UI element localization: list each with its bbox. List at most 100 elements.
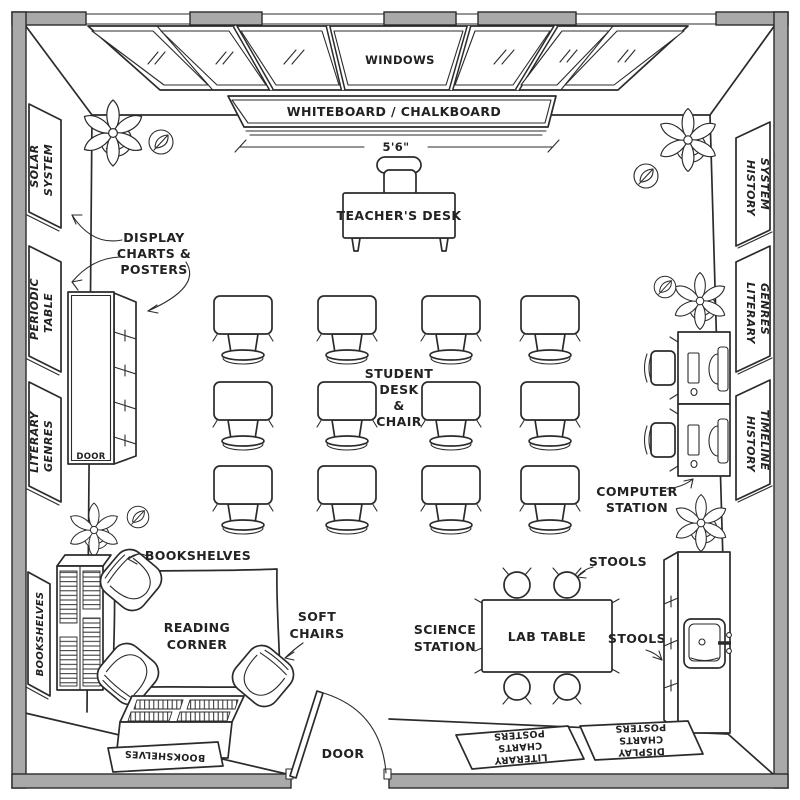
svg-text:PERIODIC: PERIODIC: [28, 278, 41, 340]
svg-text:CHARTS: CHARTS: [497, 739, 542, 753]
svg-text:CHARTS &: CHARTS &: [117, 246, 191, 261]
display-cabinet-door-label: DOOR: [76, 452, 105, 462]
svg-text:POSTERS: POSTERS: [493, 727, 545, 742]
outer-walls: [11, 11, 789, 789]
student-desk: [316, 381, 378, 451]
svg-text:BOOKSHELVES: BOOKSHELVES: [35, 592, 46, 677]
teacher-desk-label: TEACHER'S DESK: [337, 208, 463, 223]
left-wall: [11, 11, 27, 789]
svg-text:GENRES: GENRES: [758, 283, 771, 335]
poster-literary-charts: LITERARY CHARTS POSTERS: [455, 725, 585, 770]
sign-periodic-table: PERIODIC TABLE: [26, 245, 62, 376]
teacher-desk-top: [342, 192, 456, 239]
bottom-wall-right: [388, 773, 789, 789]
stools-label-right: STOOLS: [608, 631, 666, 646]
svg-text:DISPLAY: DISPLAY: [618, 745, 665, 758]
lab-table-label: LAB TABLE: [508, 629, 586, 644]
bookshelves-floor-sign: BOOKSHELVES: [107, 741, 224, 773]
svg-text:HISTORY: HISTORY: [744, 160, 757, 217]
right-wall-signs: HISTORY SYSTEM LITERARY GENRES HISTORY T…: [735, 121, 773, 503]
sign-history-timeline: HISTORY TIMELINE: [735, 379, 773, 503]
window-pane: [520, 30, 610, 86]
window-pane: [240, 30, 340, 86]
top-wall-segment: [189, 11, 263, 26]
svg-text:&: &: [393, 398, 404, 413]
sign-solar-system: SOLAR SYSTEM: [26, 103, 62, 232]
svg-text:HISTORY: HISTORY: [744, 416, 757, 473]
callout-arrow: [147, 261, 191, 312]
callout-arrow: [645, 649, 663, 661]
student-desk: [519, 381, 581, 451]
display-cabinet: DOOR: [67, 291, 137, 465]
sign-literary-genres-left: LITERARY GENRES: [26, 381, 62, 506]
tall-bookshelf: [56, 554, 112, 691]
reading-corner: READING CORNER BOOKSHELVES SOFT CHAIRS: [56, 542, 344, 773]
dimension-line: 5'6": [234, 139, 560, 154]
door-leaf: [289, 690, 324, 779]
svg-text:TIMELINE: TIMELINE: [758, 409, 771, 470]
svg-text:CHAIR: CHAIR: [376, 414, 422, 429]
potted-plant: [67, 502, 121, 558]
science-station-label: SCIENCE: [414, 622, 476, 637]
teacher-desk: TEACHER'S DESK: [337, 156, 463, 252]
svg-text:STATION: STATION: [414, 639, 476, 654]
stools-label-top: STOOLS: [589, 554, 647, 569]
poster-display-charts: DISPLAY CHARTS POSTERS: [579, 720, 704, 761]
window-pane: [333, 30, 464, 86]
main-door: DOOR: [285, 690, 392, 780]
svg-text:CHARTS: CHARTS: [619, 733, 664, 746]
svg-text:SYSTEM: SYSTEM: [42, 144, 55, 196]
sign-literary-genres-right: LITERARY GENRES: [735, 245, 773, 375]
floor-posters: LITERARY CHARTS POSTERS DISPLAY CHARTS P…: [455, 720, 704, 770]
svg-text:DESK: DESK: [379, 382, 419, 397]
sink-cabinet: [663, 551, 732, 734]
svg-text:SYSTEM: SYSTEM: [758, 158, 771, 210]
leaf-icon: [633, 163, 659, 189]
lab-table: [481, 599, 613, 673]
top-wall-segment: [383, 11, 457, 26]
student-desk-label: STUDENT DESK & CHAIR: [365, 366, 433, 429]
student-desk: [519, 465, 581, 535]
teacher-desk-legs: [351, 237, 449, 252]
student-desks: STUDENT DESK & CHAIR: [212, 295, 581, 535]
stool: [502, 567, 532, 599]
floor-edge-bottom-right: [388, 718, 774, 775]
leaf-icon: [148, 129, 174, 155]
svg-text:POSTERS: POSTERS: [120, 262, 187, 277]
bookshelves-callout: BOOKSHELVES: [145, 548, 251, 563]
student-desk: [420, 381, 482, 451]
windows-label: WINDOWS: [365, 53, 435, 67]
student-desk: [212, 465, 274, 535]
callout-arrow: [666, 478, 694, 490]
stool: [502, 673, 532, 705]
teacher-chair-seat: [383, 169, 417, 197]
door-swing-arc: [319, 691, 387, 774]
right-wall: [773, 11, 789, 789]
sign-history-system: HISTORY SYSTEM: [735, 121, 773, 249]
svg-text:STATION: STATION: [606, 500, 668, 515]
leaf-icon: [126, 505, 150, 529]
svg-text:LITERARY: LITERARY: [744, 282, 757, 344]
student-desk: [420, 465, 482, 535]
whiteboard: WHITEBOARD / CHALKBOARD: [227, 95, 557, 136]
potted-plant: [657, 107, 719, 173]
svg-text:BOOKSHELVES: BOOKSHELVES: [124, 748, 205, 763]
callout-arrow: [71, 256, 121, 283]
potted-plant: [673, 493, 729, 553]
potted-plant: [672, 271, 728, 331]
svg-text:DISPLAY: DISPLAY: [123, 230, 185, 245]
window-pane: [91, 30, 209, 86]
svg-text:GENRES: GENRES: [42, 420, 55, 472]
stool: [552, 567, 582, 599]
corner-line-top-left: [24, 24, 93, 116]
sink-drain: [698, 638, 706, 646]
callout-arrow: [71, 214, 123, 242]
window-pane: [454, 30, 551, 86]
leaf-icon: [653, 275, 677, 299]
student-desk: [420, 295, 482, 365]
whiteboard-label: WHITEBOARD / CHALKBOARD: [287, 104, 501, 119]
svg-text:CORNER: CORNER: [167, 637, 227, 652]
student-desk: [316, 465, 378, 535]
